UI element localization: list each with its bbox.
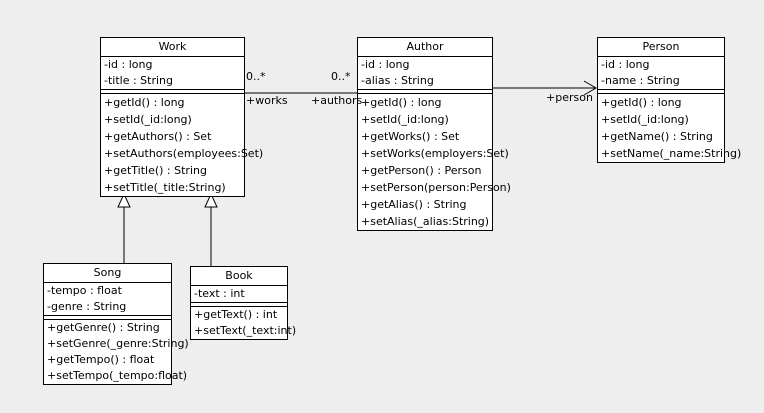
class-song-title: Song: [44, 264, 171, 283]
attribute-row: -tempo : float: [47, 284, 122, 297]
method-row: +getId() : long: [104, 96, 185, 109]
method-row: +getTitle() : String: [104, 164, 207, 177]
method-row: +getId() : long: [601, 96, 682, 109]
method-row: +setText(_text:int): [194, 324, 297, 337]
compartment-separator: [358, 90, 492, 94]
class-work-attributes: -id : long -title : String: [101, 57, 244, 90]
method-row: +setPerson(person:Person): [361, 181, 511, 194]
class-person[interactable]: Person -id : long -name : String +getId(…: [597, 37, 742, 163]
class-book-title: Book: [191, 267, 287, 286]
role-label-works: +works: [246, 94, 288, 107]
compartment-separator: [101, 90, 244, 94]
class-book[interactable]: Book -text : int +getText() : int +setTe…: [190, 266, 297, 340]
class-work[interactable]: Work -id : long -title : String +getId()…: [100, 37, 264, 197]
method-row: +setAlias(_alias:String): [361, 215, 490, 228]
compartment-separator: [598, 90, 724, 94]
class-person-methods: +getId() : long +setId(_id:long) +getNam…: [598, 94, 742, 162]
method-row: +getId() : long: [361, 96, 442, 109]
compartment-separator: [191, 303, 287, 307]
class-work-title: Work: [101, 38, 244, 57]
class-song-methods: +getGenre() : String +setGenre(_genre:St…: [44, 320, 189, 384]
class-person-title: Person: [598, 38, 724, 57]
method-row: +setGenre(_genre:String): [47, 337, 189, 350]
class-book-attributes: -text : int: [191, 286, 287, 303]
method-row: +getName() : String: [601, 130, 713, 143]
role-label-authors: +authors: [311, 94, 363, 107]
method-row: +setTitle(_title:String): [104, 181, 226, 194]
method-row: +getGenre() : String: [47, 321, 160, 334]
class-book-methods: +getText() : int +setText(_text:int): [191, 307, 297, 339]
class-author[interactable]: Author -id : long -alias : String +getId…: [357, 37, 511, 231]
method-row: +getAuthors() : Set: [104, 130, 212, 143]
class-author-attributes: -id : long -alias : String: [358, 57, 492, 90]
method-row: +setName(_name:String): [601, 147, 742, 160]
multiplicity-label-author-end: 0..*: [331, 70, 351, 83]
method-row: +getAlias() : String: [361, 198, 467, 211]
class-author-methods: +getId() : long +setId(_id:long) +getWor…: [358, 94, 511, 230]
attribute-row: -genre : String: [47, 300, 127, 313]
method-row: +setAuthors(employees:Set): [104, 147, 264, 160]
class-author-title: Author: [358, 38, 492, 57]
attribute-row: -alias : String: [361, 74, 434, 87]
method-row: +setId(_id:long): [601, 113, 689, 126]
open-arrowhead-icon: [583, 80, 597, 96]
class-song[interactable]: Song -tempo : float -genre : String +get…: [43, 263, 189, 385]
attribute-row: -name : String: [601, 74, 680, 87]
class-person-attributes: -id : long -name : String: [598, 57, 724, 90]
attribute-row: -id : long: [104, 58, 153, 71]
generalization-song-work[interactable]: [117, 192, 131, 264]
method-row: +setTempo(_tempo:float): [47, 369, 188, 382]
association-author-person[interactable]: [493, 80, 597, 96]
method-row: +setWorks(employers:Set): [361, 147, 509, 160]
attribute-row: -text : int: [194, 287, 245, 300]
method-row: +getTempo() : float: [47, 353, 155, 366]
method-row: +setId(_id:long): [104, 113, 192, 126]
hollow-triangle-icon: [204, 192, 218, 208]
attribute-row: -id : long: [361, 58, 410, 71]
method-row: +getWorks() : Set: [361, 130, 460, 143]
method-row: +getPerson() : Person: [361, 164, 482, 177]
method-row: +getText() : int: [194, 308, 278, 321]
attribute-row: -title : String: [104, 74, 174, 87]
class-song-attributes: -tempo : float -genre : String: [44, 283, 171, 316]
compartment-separator: [44, 316, 171, 320]
attribute-row: -id : long: [601, 58, 650, 71]
class-work-methods: +getId() : long +setId(_id:long) +getAut…: [101, 94, 264, 196]
hollow-triangle-icon: [117, 192, 131, 208]
method-row: +setId(_id:long): [361, 113, 449, 126]
multiplicity-label-work-end: 0..*: [246, 70, 266, 83]
generalization-book-work[interactable]: [204, 192, 218, 267]
role-label-person: +person: [546, 91, 593, 104]
